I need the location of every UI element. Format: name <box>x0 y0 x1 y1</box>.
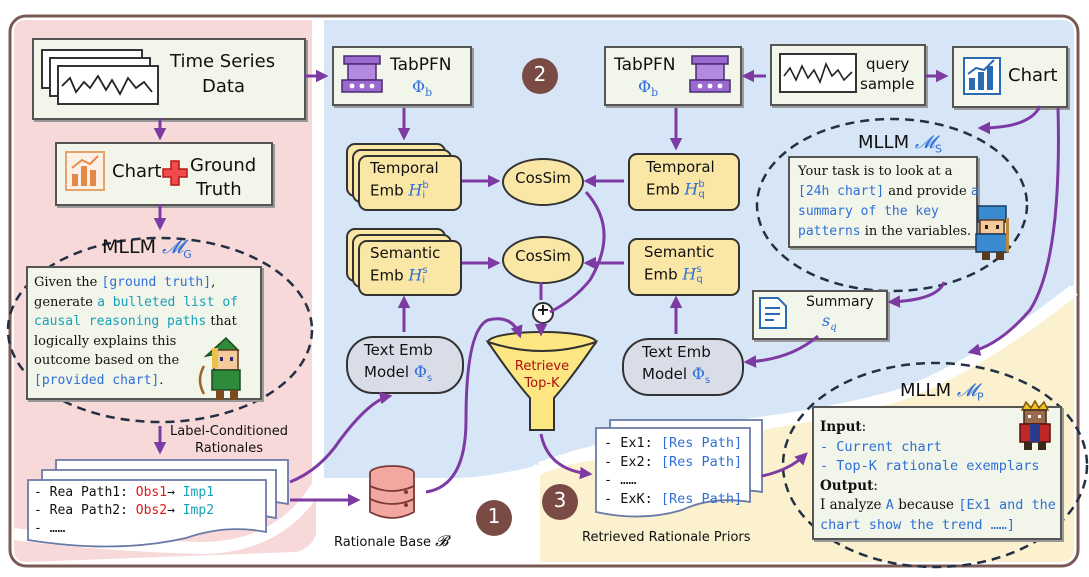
temporal-emb-q-box <box>628 153 740 211</box>
text-emb-model-right <box>622 338 744 396</box>
step-1-circle <box>476 500 512 536</box>
retrieve-label-1: Retrieve <box>514 359 570 374</box>
database-icon <box>369 465 415 519</box>
rationales-caption-1: Label-Conditioned <box>170 424 289 439</box>
tabpfn-right-phi: Φb <box>638 77 659 100</box>
rationales-caption-2: Rationales <box>195 441 263 456</box>
tabpfn-left-phi: Φb <box>412 77 433 100</box>
mllm-g-ellipse <box>6 236 314 424</box>
tabpfn-left-name: TabPFN <box>390 55 452 75</box>
prompt-g-text: Given the [ground truth], generate a bul… <box>34 275 238 388</box>
cossim-temporal-label: CosSim <box>515 169 571 187</box>
summary-symbol: sq <box>822 311 837 334</box>
retrieved-exk: - ExK: [Res Path] <box>604 490 743 507</box>
sum-operator-label: + <box>536 300 550 319</box>
query-series-icon <box>779 53 857 93</box>
retrieved-more: - …… <box>604 472 637 488</box>
summary-label: Summary <box>806 294 874 310</box>
text-emb-left-line1: Text Emb <box>364 341 433 359</box>
query-label-1: query <box>866 55 910 73</box>
query-label-2: sample <box>860 75 915 93</box>
mllm-g-sub: G <box>183 247 192 261</box>
text-emb-left-line2: Model Φs <box>364 362 433 384</box>
ground-truth-label-2: Truth <box>196 179 242 200</box>
cossim-semantic-label: CosSim <box>515 247 571 265</box>
step-2-circle <box>522 58 558 94</box>
elf-archer-icon <box>198 336 241 400</box>
tabpfn-chip-icon-left <box>341 55 383 93</box>
prompt-p-text: Input: - Current chart - Top-K rationale… <box>820 419 1056 533</box>
time-series-label-1: Time Series <box>170 51 276 72</box>
red-cross-icon <box>162 160 188 186</box>
semantic-emb-q-box <box>628 238 740 296</box>
mllm-p-title: MLLM 𝓜P <box>900 380 984 404</box>
bar-chart-icon-left <box>65 151 105 191</box>
temporal-emb-i-box <box>358 155 462 211</box>
ground-truth-label-1: Ground <box>190 155 257 176</box>
mllm-s-title: MLLM 𝓜S <box>858 132 943 156</box>
rationale-base-label: Rationale Base 𝓑 <box>334 532 449 550</box>
knight-icon <box>975 205 1009 260</box>
retrieved-stack <box>595 419 763 518</box>
rationales-stack <box>27 459 289 548</box>
step-3-label: 3 <box>553 488 567 512</box>
mllm-g-title: MLLM 𝓜G <box>102 236 192 261</box>
rea-path-more: - …… <box>34 521 66 536</box>
temporal-i-line1: Temporal <box>370 159 439 177</box>
retrieved-ex2: - Ex2: [Res Path] <box>604 453 743 470</box>
retrieved-caption: Retrieved Rationale Priors <box>582 530 751 545</box>
bar-chart-icon-right <box>963 57 1001 95</box>
semantic-emb-i-box <box>358 240 462 296</box>
semantic-i-line1: Semantic <box>370 244 441 262</box>
mllm-p-ellipse <box>781 361 1089 569</box>
mllm-g-symbol: 𝓜 <box>162 236 184 258</box>
document-icon <box>759 297 787 329</box>
semantic-q-line1: Semantic <box>644 243 715 261</box>
tabpfn-right-name: TabPFN <box>614 55 676 75</box>
time-series-icon <box>41 49 159 105</box>
rea-path-2: - Rea Path2: Obs2→ Imp2 <box>34 503 215 518</box>
step-1-label: 1 <box>487 504 501 528</box>
temporal-q-line1: Temporal <box>646 158 715 176</box>
rationales-list: - Rea Path1: Obs1→ Imp1 - Rea Path2: Obs… <box>34 484 214 538</box>
retrieved-list: - Ex1: [Res Path] - Ex2: [Res Path] - ……… <box>604 434 742 508</box>
chart-right-label: Chart <box>1008 65 1058 86</box>
rea-path-1: - Rea Path1: Obs1→ Imp1 <box>34 485 215 500</box>
tabpfn-chip-icon-right <box>689 55 731 93</box>
text-emb-right-line1: Text Emb <box>642 343 711 361</box>
text-emb-right-line2: Model Φs <box>642 364 711 386</box>
prompt-s-text: Your task is to look at a [24h chart] an… <box>798 164 979 239</box>
retrieved-ex1: - Ex1: [Res Path] <box>604 435 743 451</box>
retrieve-label-2: Top-K <box>524 376 560 391</box>
step-2-label: 2 <box>533 62 547 86</box>
chart-label-left: Chart <box>112 161 162 182</box>
king-icon <box>1019 400 1051 450</box>
step-3-circle <box>542 484 578 520</box>
cossim-temporal <box>502 158 584 206</box>
mllm-g-label: MLLM <box>102 236 156 258</box>
time-series-label-2: Data <box>202 76 245 97</box>
